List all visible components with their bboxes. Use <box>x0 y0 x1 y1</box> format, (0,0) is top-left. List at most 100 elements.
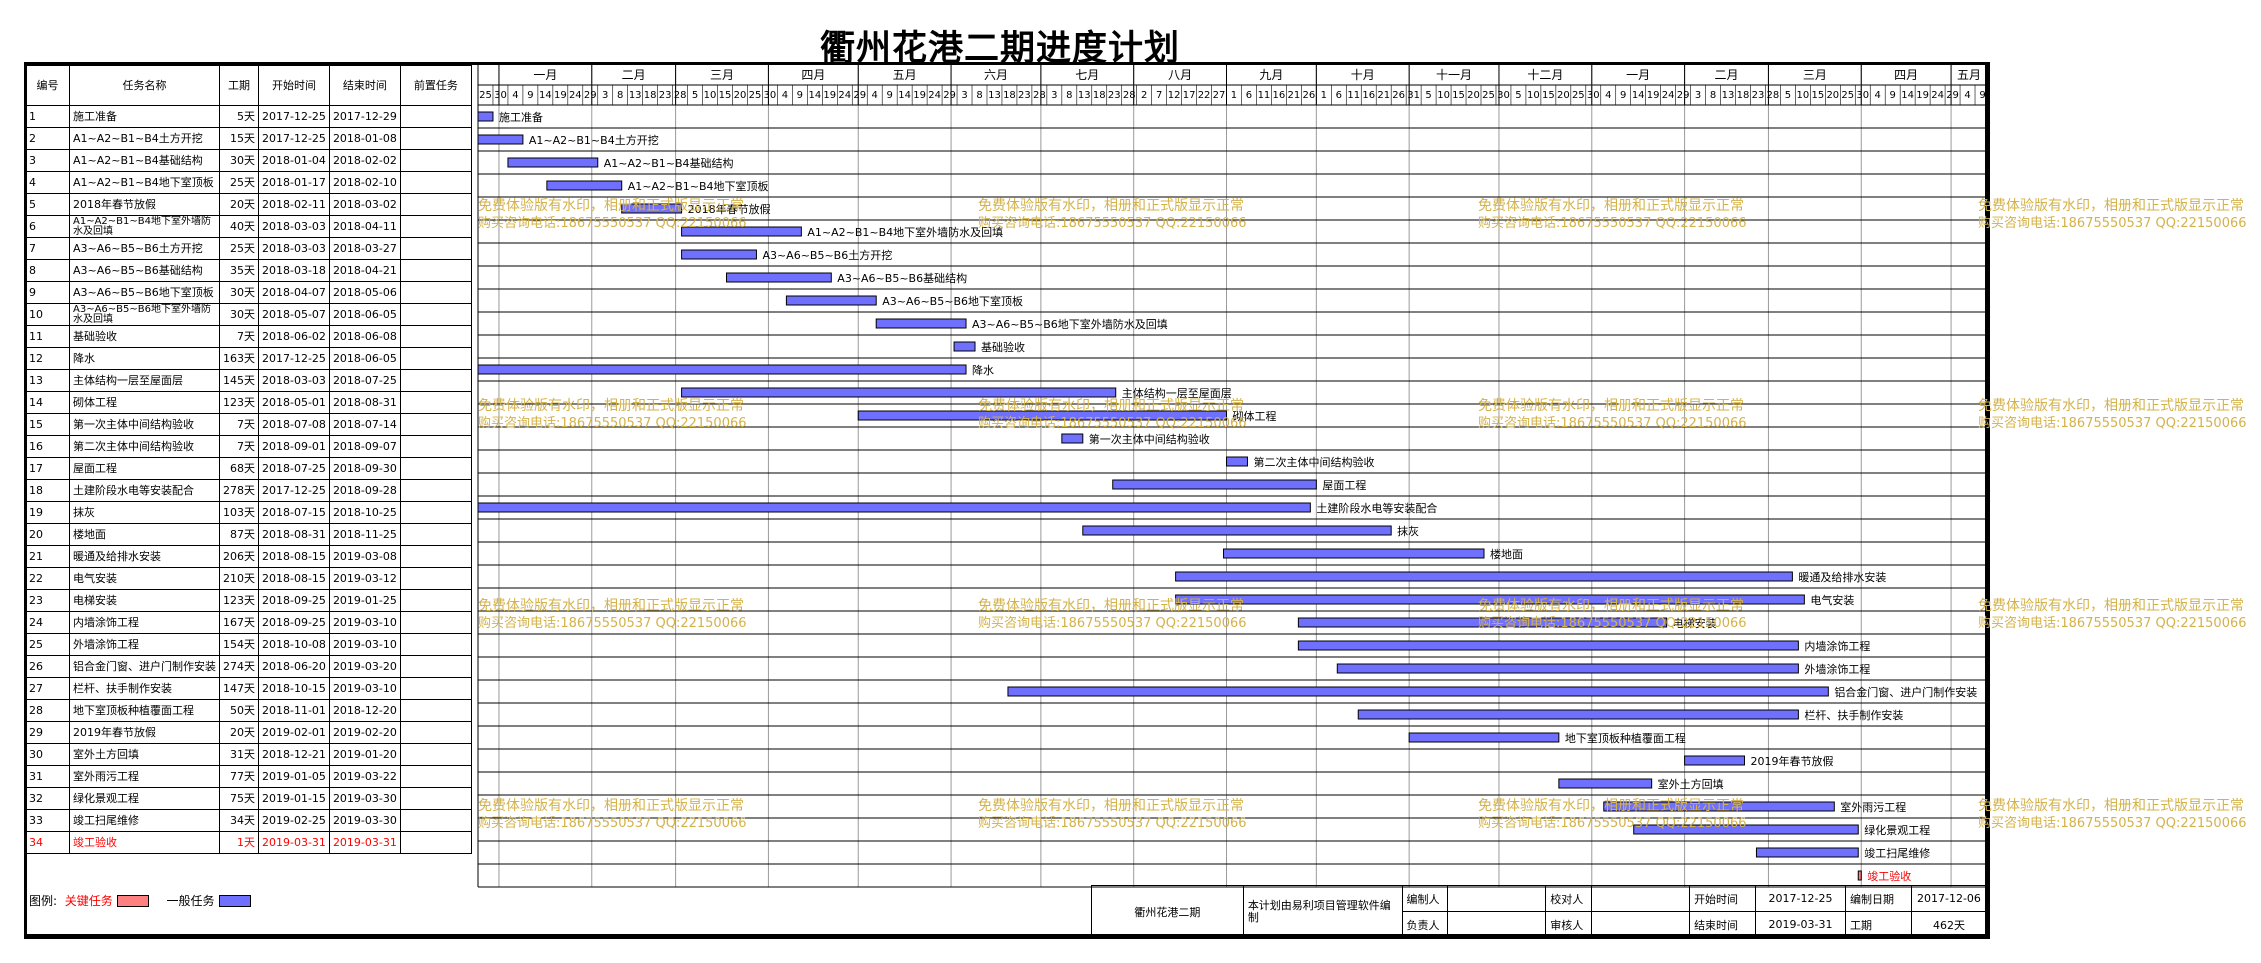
legend-label: 图例: <box>29 894 58 908</box>
task-bar-label: A3~A6~B5~B6基础结构 <box>837 271 967 285</box>
info-reviewer-label: 审核人 <box>1545 911 1593 938</box>
day-label: 18 <box>1003 90 1016 101</box>
day-label: 14 <box>808 90 821 101</box>
day-label: 31 <box>1407 90 1420 101</box>
task-bar-label: 抹灰 <box>1397 524 1419 538</box>
day-label: 9 <box>886 90 892 101</box>
task-bar <box>1336 663 1799 674</box>
watermark-line2: 购买咨询电话:18675550537 QQ:22150066 <box>1478 415 1747 431</box>
watermark-line1: 免费体验版有水印，相册和正式版显示正常 <box>1478 398 1744 414</box>
day-label: 24 <box>1931 90 1944 101</box>
day-label: 30 <box>764 90 777 101</box>
day-label: 9 <box>1979 90 1985 101</box>
month-label: 一月 <box>533 68 557 82</box>
task-bar-label: A1~A2~B1~B4基础结构 <box>604 156 734 170</box>
info-start-label: 开始时间 <box>1689 885 1757 912</box>
day-label: 19 <box>554 90 567 101</box>
task-bar-label: 第一次主体中间结构验收 <box>1089 432 1210 446</box>
day-label: 18 <box>1093 90 1106 101</box>
task-bar-label: A3~A6~B5~B6地下室顶板 <box>882 294 1023 308</box>
task-bar <box>1112 479 1317 490</box>
task-bar <box>477 364 967 375</box>
day-label: 17 <box>1183 90 1196 101</box>
month-label: 四月 <box>1894 68 1918 82</box>
day-label: 13 <box>1078 90 1091 101</box>
task-bar-label: 竣工扫尾维修 <box>1864 846 1930 860</box>
day-label: 25 <box>1572 90 1585 101</box>
task-bar-label: 内墙涂饰工程 <box>1804 639 1870 653</box>
watermark-line2: 购买咨询电话:18675550537 QQ:22150066 <box>1478 615 1747 631</box>
task-bar <box>875 318 967 329</box>
task-bar <box>546 180 623 191</box>
day-label: 19 <box>1647 90 1660 101</box>
day-label: 3 <box>602 90 608 101</box>
legend-critical-label: 关键任务 <box>64 894 113 908</box>
day-label: 13 <box>1722 90 1735 101</box>
month-label: 四月 <box>801 68 825 82</box>
info-responsible-label: 负责人 <box>1401 911 1449 938</box>
legend-normal-label: 一般任务 <box>166 894 215 908</box>
task-bar-label: 地下室顶板种植覆面工程 <box>1565 731 1686 745</box>
info-table: 衢州花港二期 本计划由易利项目管理软件编制 编制人 校对人 开始时间 2017-… <box>1091 885 1988 938</box>
watermark-line1: 免费体验版有水印，相册和正式版显示正常 <box>1978 198 2244 214</box>
day-label: 11 <box>1258 90 1271 101</box>
task-bar <box>477 502 1311 513</box>
header-duration: 工期 <box>219 65 259 106</box>
task-bar-label: 电梯安装 <box>1673 616 1717 630</box>
watermark-line1: 免费体验版有水印，相册和正式版显示正常 <box>1978 598 2244 614</box>
day-label: 6 <box>1336 90 1342 101</box>
info-editor <box>1447 885 1547 912</box>
day-label: 24 <box>928 90 941 101</box>
day-label: 3 <box>1051 90 1057 101</box>
day-label: 26 <box>1302 90 1315 101</box>
task-bar <box>953 341 976 352</box>
watermark-line1: 免费体验版有水印，相册和正式版显示正常 <box>978 398 1244 414</box>
info-responsible <box>1447 911 1547 938</box>
task-bar-label: 土建阶段水电等安装配合 <box>1316 501 1437 515</box>
day-label: 30 <box>1856 90 1869 101</box>
info-checker-label: 校对人 <box>1545 885 1593 912</box>
day-label: 10 <box>1796 90 1809 101</box>
day-label: 23 <box>1752 90 1765 101</box>
task-table-header: 编号 任务名称 工期 开始时间 结束时间 前置任务 <box>25 65 472 106</box>
day-label: 22 <box>1198 90 1211 101</box>
day-label: 19 <box>913 90 926 101</box>
task-bar-label: A1~A2~B1~B4土方开挖 <box>529 133 659 147</box>
watermark-line1: 免费体验版有水印，相册和正式版显示正常 <box>478 398 744 414</box>
day-label: 15 <box>1452 90 1465 101</box>
month-label: 十二月 <box>1527 68 1563 82</box>
info-duration: 462天 <box>1910 911 1988 938</box>
month-label: 二月 <box>1715 68 1739 82</box>
task-bar-label: 室外雨污工程 <box>1840 800 1906 814</box>
month-label: 九月 <box>1259 68 1283 82</box>
task-bar-label: 电气安装 <box>1810 593 1854 607</box>
header-end: 结束时间 <box>328 65 401 106</box>
day-label: 9 <box>527 90 533 101</box>
watermark-line2: 购买咨询电话:18675550537 QQ:22150066 <box>478 415 747 431</box>
month-label: 三月 <box>710 68 734 82</box>
day-label: 12 <box>1168 90 1181 101</box>
day-label: 27 <box>1213 90 1226 101</box>
day-label: 14 <box>898 90 911 101</box>
day-label: 10 <box>704 90 717 101</box>
task-bar-label: 绿化景观工程 <box>1864 823 1930 837</box>
day-label: 28 <box>1767 90 1780 101</box>
day-label: 28 <box>674 90 687 101</box>
task-bar <box>1357 709 1799 720</box>
watermark-line2: 购买咨询电话:18675550537 QQ:22150066 <box>478 815 747 831</box>
day-label: 23 <box>659 90 672 101</box>
day-label: 8 <box>617 90 623 101</box>
legend-normal-swatch <box>218 894 251 907</box>
watermark-line2: 购买咨询电话:18675550537 QQ:22150066 <box>1478 215 1747 231</box>
